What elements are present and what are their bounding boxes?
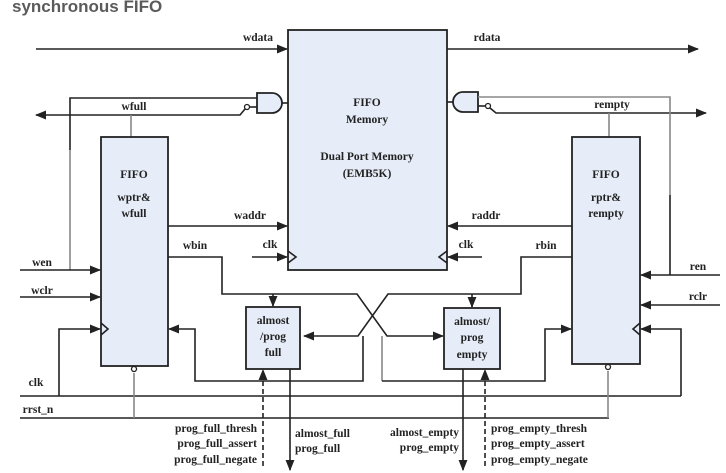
almost-full-label: /prog bbox=[259, 331, 286, 343]
write-block-label: wfull bbox=[122, 208, 147, 220]
nand-gate-icon bbox=[256, 92, 283, 114]
rbin-wire bbox=[302, 256, 572, 341]
memory-label: Memory bbox=[346, 114, 388, 126]
read-pointer-block bbox=[571, 136, 641, 365]
wfull-label: wfull bbox=[122, 101, 147, 113]
clk-label: clk bbox=[263, 239, 278, 251]
prog-full-assert-label: prog_full_assert bbox=[177, 438, 257, 450]
rclr-label: rclr bbox=[689, 291, 707, 303]
rdata-label: rdata bbox=[474, 32, 501, 44]
prog-empty-thresh-label: prog_empty_thresh bbox=[491, 423, 588, 435]
raddr-label: raddr bbox=[472, 210, 501, 222]
memory-label: FIFO bbox=[353, 97, 381, 109]
almost-full-label: full bbox=[265, 347, 282, 359]
prog-empty-assert-label: prog_empty_assert bbox=[491, 438, 585, 450]
clock-marker-icon bbox=[100, 322, 110, 336]
prog-full-output-label: prog_full bbox=[295, 443, 340, 455]
prog-full-negate-label: prog_full_negate bbox=[174, 454, 257, 466]
read-block-label: rptr& bbox=[591, 192, 621, 204]
write-block-label: wptr& bbox=[117, 192, 151, 204]
almost-full-output-label: almost_full bbox=[295, 428, 350, 440]
almost-empty-output-label: almost_empty bbox=[390, 427, 459, 439]
nand-gate-icon bbox=[452, 91, 479, 113]
almost-empty-label: empty bbox=[457, 349, 488, 361]
read-block-label: rempty bbox=[588, 208, 624, 220]
memory-label: Dual Port Memory bbox=[320, 151, 413, 163]
clk-label: clk bbox=[459, 239, 474, 251]
page-title: synchronous FIFO bbox=[12, 0, 163, 16]
rempty-label: rempty bbox=[594, 99, 630, 111]
read-block-label: FIFO bbox=[592, 169, 620, 181]
clock-marker-icon bbox=[631, 322, 641, 336]
wclr-label: wclr bbox=[31, 285, 53, 297]
wfull-wire bbox=[34, 108, 246, 120]
almost-full-label: almost bbox=[257, 315, 290, 327]
memory-block bbox=[287, 29, 448, 271]
clock-marker-icon bbox=[437, 250, 448, 264]
almost-full-block bbox=[245, 306, 301, 370]
waddr-label: waddr bbox=[234, 210, 266, 222]
write-pointer-block bbox=[100, 136, 169, 367]
rrst-n-label: rrst_n bbox=[23, 404, 54, 416]
memory-label: (EMB5K) bbox=[343, 168, 392, 180]
rbin-label: rbin bbox=[535, 240, 557, 252]
prog-empty-negate-label: prog_empty_negate bbox=[491, 454, 588, 466]
almost-empty-block bbox=[443, 307, 501, 370]
clock-marker-icon bbox=[287, 250, 298, 264]
prog-empty-output-label: prog_empty bbox=[400, 442, 459, 454]
almost-empty-label: almost/ bbox=[454, 316, 491, 328]
ren-label: ren bbox=[690, 261, 707, 273]
wen-label: wen bbox=[32, 257, 52, 269]
prog-full-thresh-label: prog_full_thresh bbox=[175, 423, 258, 435]
almost-empty-label: prog bbox=[461, 332, 484, 344]
wbin-label: wbin bbox=[183, 240, 208, 252]
rempty-wire bbox=[489, 107, 708, 118]
wdata-label: wdata bbox=[243, 32, 273, 44]
wbin-wire bbox=[168, 256, 445, 341]
write-block-label: FIFO bbox=[120, 169, 148, 181]
clk-label: clk bbox=[29, 377, 44, 389]
